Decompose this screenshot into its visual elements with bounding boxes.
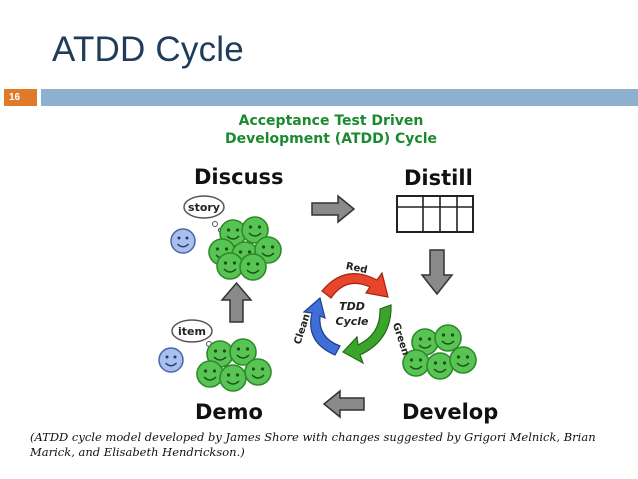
slide-title: ATDD Cycle xyxy=(52,30,244,69)
header-bar xyxy=(41,89,638,106)
stage-discuss: Discuss xyxy=(194,165,284,189)
stage-distill: Distill xyxy=(404,166,473,190)
tdd-green-label: Green xyxy=(390,321,411,357)
item-cloud xyxy=(171,319,217,353)
item-label: item xyxy=(178,325,206,338)
discuss-group xyxy=(170,195,282,281)
tdd-cycle xyxy=(302,271,392,365)
story-cloud xyxy=(183,195,225,233)
stage-develop: Develop xyxy=(402,400,499,424)
diagram-title: Acceptance Test Driven Development (ATDD… xyxy=(208,112,454,148)
tdd-clean-label: Clean xyxy=(293,313,313,346)
distill-table-icon xyxy=(396,195,474,233)
blue-arrow-icon xyxy=(302,296,341,356)
team-smileys-discuss xyxy=(208,216,282,281)
tdd-red-label: Red xyxy=(345,261,368,276)
arrow-right-icon xyxy=(311,194,356,224)
diagram-title-line1: Acceptance Test Driven xyxy=(238,113,424,129)
green-arrow-icon xyxy=(342,304,392,365)
slide-number: 16 xyxy=(4,89,37,106)
arrow-left-icon xyxy=(322,389,365,419)
develop-group xyxy=(402,324,477,380)
customer-smiley-icon xyxy=(170,228,196,254)
red-arrow-icon xyxy=(321,271,389,299)
caption: (ATDD cycle model developed by James Sho… xyxy=(30,430,596,459)
demo-group xyxy=(158,319,272,392)
customer-smiley-icon xyxy=(158,347,184,373)
arrow-up-icon xyxy=(220,281,253,323)
stage-demo: Demo xyxy=(195,400,263,424)
arrow-down-icon xyxy=(420,249,454,296)
story-label: story xyxy=(188,201,220,214)
tdd-center-line2: Cycle xyxy=(336,315,370,328)
diagram-title-line2: Development (ATDD) Cycle xyxy=(225,131,437,147)
tdd-center-line1: TDD xyxy=(339,300,365,313)
